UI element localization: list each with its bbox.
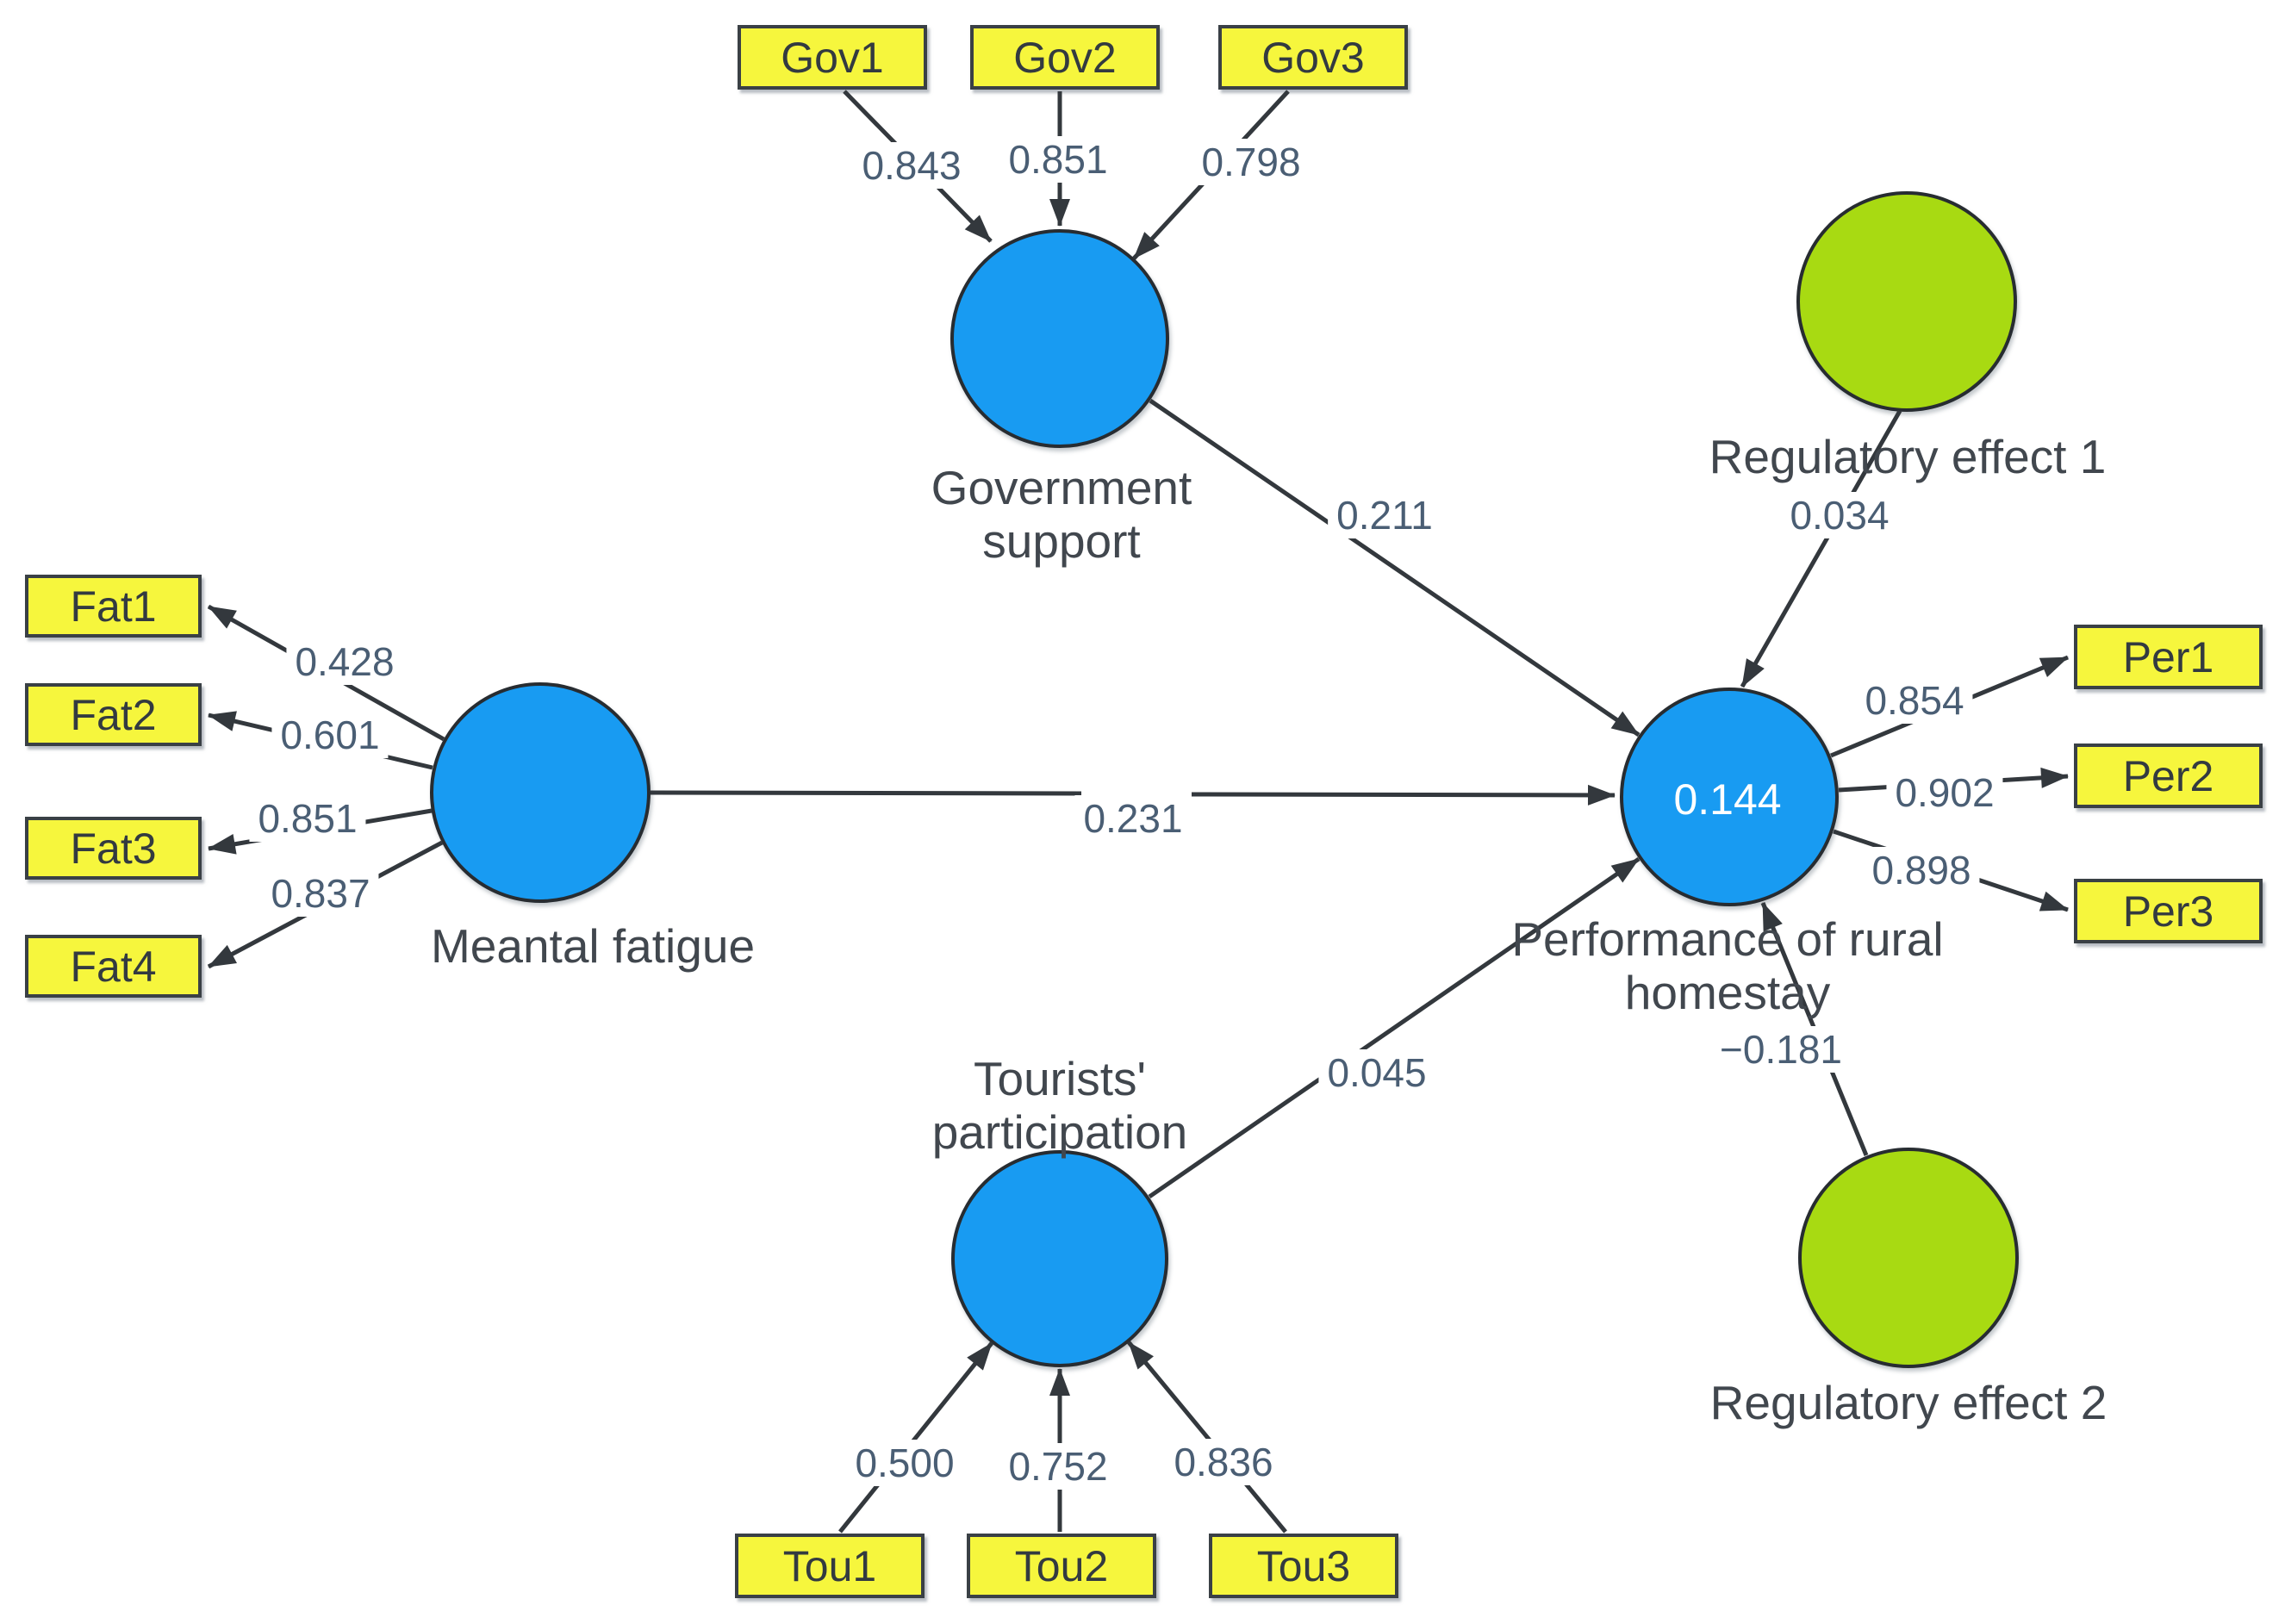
indicator-label-per3: Per3: [2122, 887, 2214, 936]
indicator-label-per2: Per2: [2122, 751, 2214, 800]
latent-circle-performance: [1620, 688, 1839, 906]
loading-fat2: 0.601: [271, 712, 389, 758]
label-mental-fatigue: Meantal fatigue: [430, 919, 756, 973]
moderator-circle-regulatory-effect-1: [1796, 191, 2017, 412]
indicator-box-tou1: Tou1: [735, 1534, 925, 1598]
loading-per1: 0.854: [1856, 677, 1973, 724]
arrow-regulatory1-to-performance: [1740, 409, 1902, 688]
label-performance: Performance of rural homestay: [1511, 912, 1944, 1019]
loading-gov1: 0.843: [853, 142, 970, 189]
indicator-label-fat1: Fat1: [70, 582, 157, 631]
label-regulatory-effect-1: Regulatory effect 1: [1709, 430, 2107, 483]
label-regulatory-effect-2: Regulatory effect 2: [1709, 1376, 2108, 1429]
arrow-mental-fatigue-to-performance-right: [1191, 784, 1616, 806]
indicator-box-per2: Per2: [2074, 744, 2263, 808]
indicator-box-fat2: Fat2: [25, 683, 202, 746]
arrow-tou3-to-tourists: [1127, 1341, 1287, 1534]
path-coefficient-tourists-participation: 0.045: [1318, 1049, 1435, 1096]
path-coefficient-regulatory-effect-1: 0.034: [1781, 492, 1898, 538]
latent-circle-government-support: [950, 229, 1169, 448]
arrow-tourists-to-performance: [1148, 856, 1641, 1199]
indicator-label-tou1: Tou1: [782, 1541, 877, 1590]
loading-gov3: 0.798: [1192, 139, 1310, 185]
loading-fat3: 0.851: [249, 795, 366, 842]
indicator-label-fat2: Fat2: [70, 690, 157, 739]
indicator-label-fat3: Fat3: [70, 824, 157, 873]
indicator-box-per3: Per3: [2074, 879, 2263, 943]
arrow-tou1-to-tourists: [838, 1341, 993, 1534]
indicator-box-tou2: Tou2: [967, 1534, 1156, 1598]
indicator-label-gov3: Gov3: [1261, 33, 1365, 82]
path-coefficient-mental-fatigue: 0.231: [1074, 795, 1192, 842]
loading-tou1: 0.500: [846, 1440, 963, 1486]
indicator-label-tou2: Tou2: [1014, 1541, 1109, 1590]
loading-tou3: 0.836: [1165, 1439, 1282, 1485]
path-coefficient-government-support: 0.211: [1328, 492, 1441, 538]
latent-circle-mental-fatigue: [430, 682, 651, 903]
label-tourists-participation: Tourists' participation: [931, 1052, 1188, 1159]
loading-per3: 0.898: [1863, 847, 1980, 893]
performance-r-squared-value: 0.144: [1673, 775, 1782, 824]
indicator-label-tou3: Tou3: [1256, 1541, 1351, 1590]
indicator-box-per1: Per1: [2074, 625, 2263, 689]
indicator-box-fat4: Fat4: [25, 935, 202, 998]
loading-fat4: 0.837: [262, 870, 379, 917]
indicator-label-gov1: Gov1: [781, 33, 884, 82]
loading-per2: 0.902: [1886, 769, 2003, 816]
loading-fat1: 0.428: [286, 638, 403, 685]
indicator-box-gov3: Gov3: [1218, 25, 1408, 90]
indicator-box-gov2: Gov2: [970, 25, 1160, 90]
indicator-label-gov2: Gov2: [1013, 33, 1117, 82]
moderator-circle-regulatory-effect-2: [1798, 1148, 2019, 1368]
path-coefficient-regulatory-effect-2: −0.181: [1711, 1026, 1851, 1073]
indicator-box-gov1: Gov1: [738, 25, 927, 90]
latent-circle-tourists-participation: [951, 1150, 1168, 1367]
loading-gov2: 0.851: [999, 136, 1117, 183]
indicator-box-fat1: Fat1: [25, 575, 202, 638]
indicator-label-fat4: Fat4: [70, 942, 157, 991]
arrow-government-support-to-performance: [1149, 398, 1641, 737]
indicator-label-per1: Per1: [2122, 632, 2214, 681]
loading-tou2: 0.752: [999, 1443, 1117, 1490]
indicator-box-fat3: Fat3: [25, 817, 202, 880]
indicator-box-tou3: Tou3: [1209, 1534, 1398, 1598]
label-government-support: Government support: [931, 461, 1192, 568]
